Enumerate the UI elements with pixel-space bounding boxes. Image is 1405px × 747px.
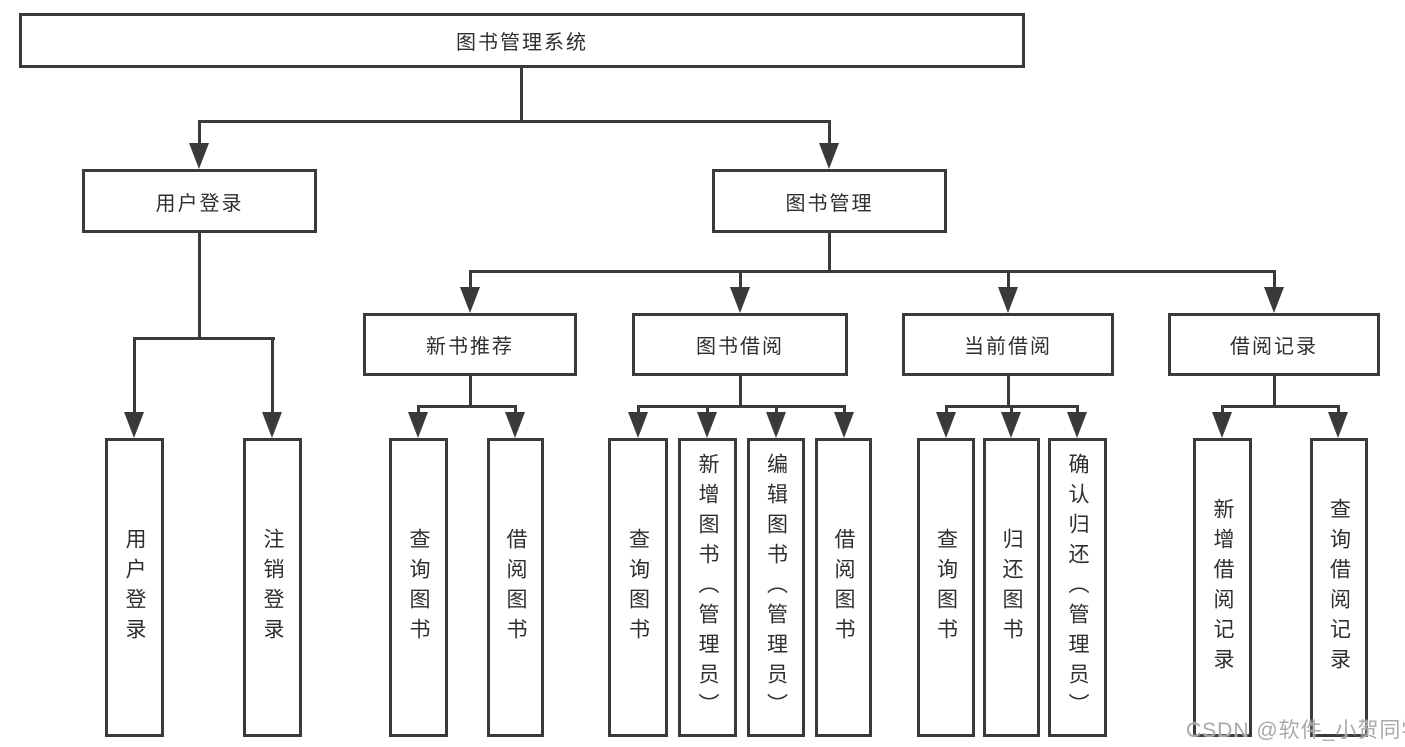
leaf-confirm-return-admin: 确认归还（管理员）	[1048, 438, 1107, 737]
connector-stem-borrow-records	[1273, 270, 1276, 290]
leaf-edit-books-admin: 编辑图书（管理员）	[747, 438, 805, 737]
arrow-down-icon	[697, 412, 717, 438]
node-user-login: 用户登录	[82, 169, 317, 233]
connector-stem-new-book	[469, 270, 472, 290]
leaf-return-books: 归还图书	[983, 438, 1040, 737]
connector-group1-stem	[417, 405, 420, 415]
connector-stem-current-borrow	[1007, 270, 1010, 290]
node-book-management: 图书管理	[712, 169, 947, 233]
leaf-query-books-borrow: 查询图书	[608, 438, 668, 737]
arrow-down-icon	[936, 412, 956, 438]
arrow-down-icon	[460, 287, 480, 313]
leaf-logout: 注销登录	[243, 438, 302, 737]
arrow-down-icon	[124, 412, 144, 438]
connector-stem-leaf-login	[133, 337, 136, 415]
arrow-down-icon	[1001, 412, 1021, 438]
arrow-down-icon	[1264, 287, 1284, 313]
connector-root-vline	[520, 68, 523, 123]
connector-group4-stem	[1221, 405, 1224, 415]
arrow-down-icon	[189, 143, 209, 169]
leaf-borrow-books: 借阅图书	[815, 438, 872, 737]
leaf-add-borrow-record: 新增借阅记录	[1193, 438, 1252, 737]
arrow-down-icon	[262, 412, 282, 438]
connector-group4-vline	[1273, 376, 1276, 408]
node-root-library-system: 图书管理系统	[19, 13, 1025, 68]
connector-group1-stem	[514, 405, 517, 415]
connector-stem-leaf-logout	[271, 337, 274, 415]
connector-group3-stem	[945, 405, 948, 415]
connector-group2-stem	[637, 405, 640, 415]
leaf-query-borrow-record: 查询借阅记录	[1310, 438, 1368, 737]
leaf-query-books-recommend: 查询图书	[389, 438, 448, 737]
connector-group2-stem	[843, 405, 846, 415]
connector-bookmgmt-vline	[828, 233, 831, 273]
connector-group3-stem	[1076, 405, 1079, 415]
arrow-down-icon	[819, 143, 839, 169]
arrow-down-icon	[1328, 412, 1348, 438]
connector-group2-stem	[775, 405, 778, 415]
leaf-borrow-books-recommend: 借阅图书	[487, 438, 544, 737]
connector-stem-book-borrow	[739, 270, 742, 290]
connector-level2-hline	[198, 120, 831, 123]
connector-group3-stem	[1010, 405, 1013, 415]
arrow-down-icon	[730, 287, 750, 313]
connector-group2-stem	[706, 405, 709, 415]
connector-group4-hline	[1221, 405, 1340, 408]
connector-group2-hline	[637, 405, 846, 408]
connector-group2-vline	[739, 376, 742, 408]
connector-level3-hline	[470, 270, 1276, 273]
node-borrow-records: 借阅记录	[1168, 313, 1380, 376]
leaf-add-books-admin: 新增图书（管理员）	[678, 438, 737, 737]
leaf-query-books-current: 查询图书	[917, 438, 975, 737]
connector-userlogin-hline	[133, 337, 275, 340]
connector-stem-book-management	[828, 120, 831, 146]
connector-userlogin-vline	[198, 233, 201, 340]
arrow-down-icon	[998, 287, 1018, 313]
arrow-down-icon	[1212, 412, 1232, 438]
arrow-down-icon	[1067, 412, 1087, 438]
connector-group1-vline	[469, 376, 472, 408]
node-current-borrow: 当前借阅	[902, 313, 1114, 376]
arrow-down-icon	[505, 412, 525, 438]
connector-stem-user-login	[198, 120, 201, 146]
connector-group3-vline	[1007, 376, 1010, 408]
arrow-down-icon	[628, 412, 648, 438]
leaf-user-login: 用户登录	[105, 438, 164, 737]
csdn-watermark: CSDN @软件_小贺同学	[1186, 719, 1405, 742]
node-book-borrow: 图书借阅	[632, 313, 848, 376]
arrow-down-icon	[834, 412, 854, 438]
arrow-down-icon	[408, 412, 428, 438]
connector-group1-hline	[417, 405, 517, 408]
connector-group4-stem	[1337, 405, 1340, 415]
arrow-down-icon	[766, 412, 786, 438]
node-new-book-recommend: 新书推荐	[363, 313, 577, 376]
